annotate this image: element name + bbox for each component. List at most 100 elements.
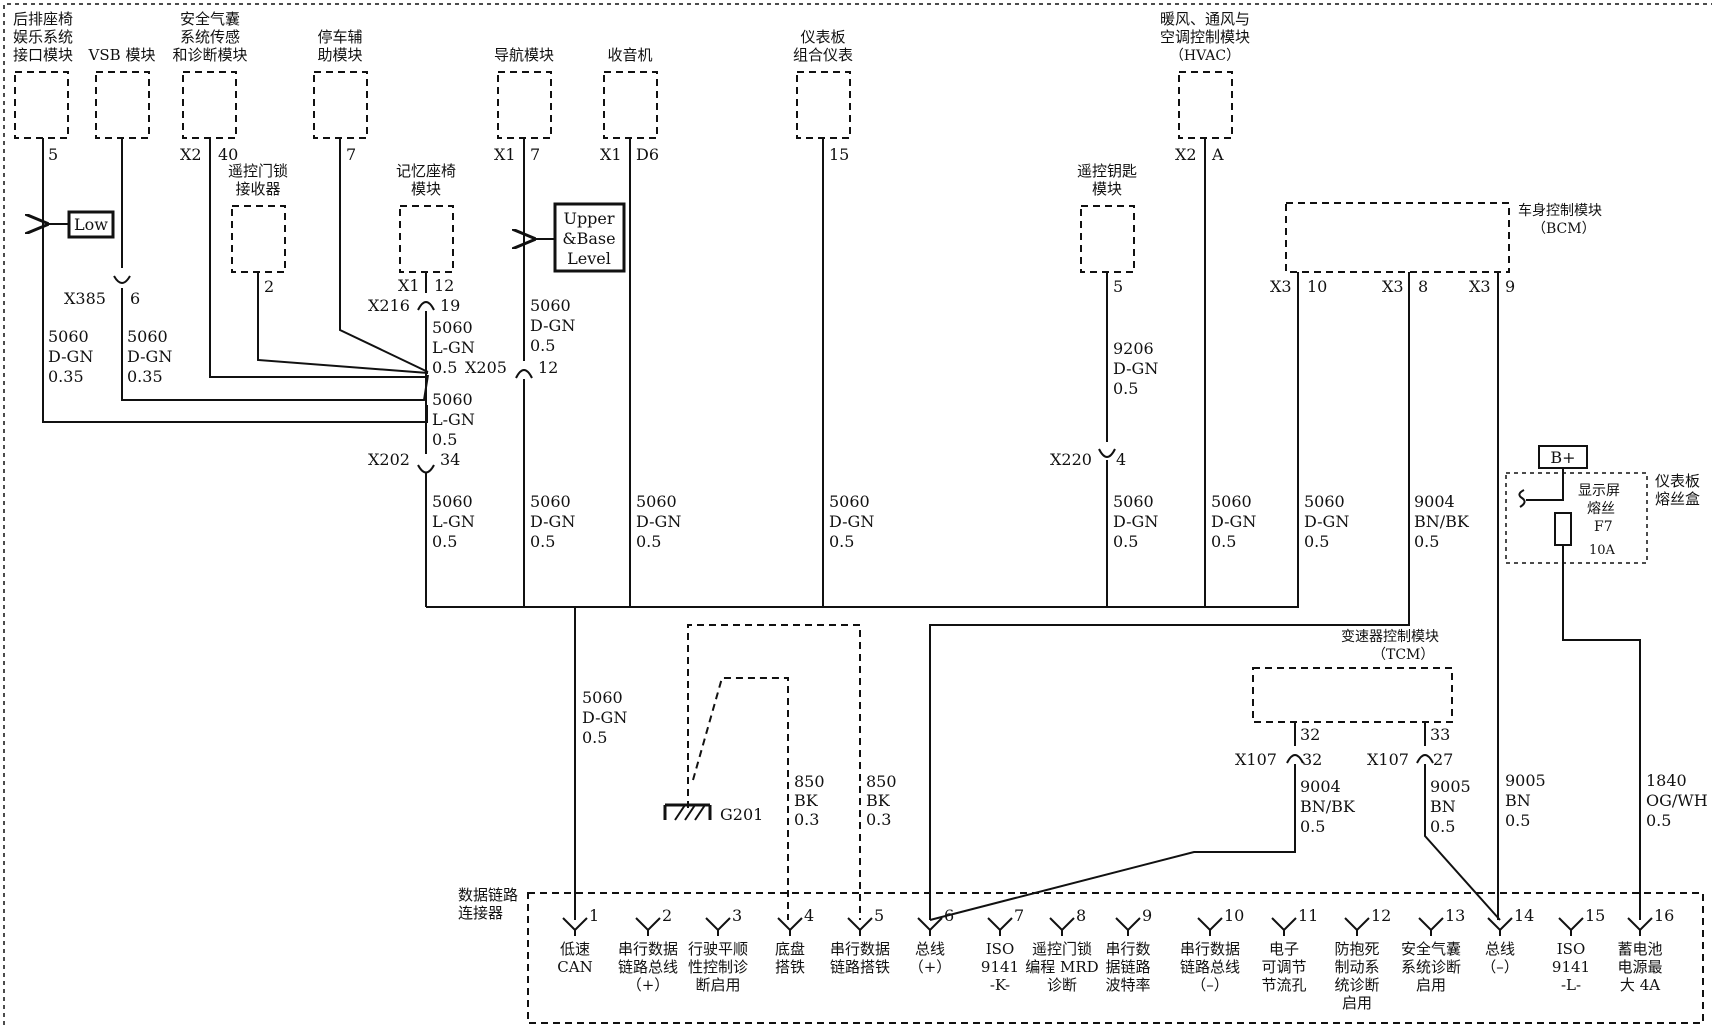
module-label: 导航模块 bbox=[494, 46, 554, 64]
inline-connector-x216: X216 19 bbox=[368, 296, 460, 315]
svg-text:0.3: 0.3 bbox=[794, 810, 819, 829]
svg-text:5060: 5060 bbox=[432, 318, 473, 337]
module-rear-seat-entertainment: 后排座椅 娱乐系统 接口模块 5 bbox=[13, 10, 73, 164]
dlc-pin-label: 波特率 bbox=[1105, 976, 1150, 994]
svg-text:BN: BN bbox=[1505, 791, 1531, 810]
dlc-pin-number: 14 bbox=[1514, 906, 1534, 925]
inline-connector-x202: X202 34 bbox=[368, 450, 460, 474]
inline-connector-x220: X220 4 bbox=[1050, 448, 1126, 469]
callout-label: Level bbox=[567, 249, 611, 268]
svg-text:D-GN: D-GN bbox=[48, 347, 93, 366]
svg-text:0.5: 0.5 bbox=[1414, 532, 1439, 551]
module-navigation: 导航模块 X1 7 bbox=[494, 46, 554, 164]
module-label: （TCM） bbox=[1372, 647, 1434, 663]
module-memory-seat: 记忆座椅 模块 X1 12 bbox=[396, 162, 456, 295]
dlc-pin-label: 安全气囊 bbox=[1401, 940, 1461, 958]
module-vsb: VSB 模块 bbox=[88, 46, 155, 139]
dlc-pin-label: -L- bbox=[1561, 976, 1581, 994]
dlc-pin-label: 串行数据 bbox=[1180, 940, 1240, 958]
callout-label: Upper bbox=[563, 209, 614, 228]
svg-text:D-GN: D-GN bbox=[1304, 512, 1349, 531]
dlc-pin-label: 节流孔 bbox=[1261, 976, 1306, 994]
svg-text:L-GN: L-GN bbox=[432, 410, 475, 429]
dlc-pin-label: 据链路 bbox=[1105, 958, 1150, 976]
dlc-pin-number: 8 bbox=[1076, 906, 1086, 925]
svg-text:5060: 5060 bbox=[530, 296, 571, 315]
module-label: 后排座椅 bbox=[13, 10, 73, 28]
dlc-pin-label: 诊断 bbox=[1047, 976, 1077, 994]
svg-text:850: 850 bbox=[866, 772, 897, 791]
upper-base-callout: Upper &Base Level bbox=[534, 202, 626, 273]
dlc-pin-label: 链路总线 bbox=[1180, 958, 1240, 976]
dlc-pin-label: 大 4A bbox=[1620, 976, 1660, 994]
dlc-pin-label: 可调节 bbox=[1261, 958, 1306, 976]
dlc-pin-label: （+） bbox=[627, 976, 670, 994]
svg-text:D-GN: D-GN bbox=[127, 347, 172, 366]
dlc-pin-label: 防抱死 bbox=[1334, 940, 1379, 958]
svg-text:OG/WH: OG/WH bbox=[1646, 791, 1708, 810]
connector-label: X2 bbox=[1175, 145, 1197, 164]
module-rke-key: 遥控钥匙 模块 5 bbox=[1077, 162, 1137, 296]
pin-label: 33 bbox=[1430, 725, 1450, 744]
module-label: 组合仪表 bbox=[793, 46, 853, 64]
dlc-pin-label: 遥控门锁 bbox=[1032, 940, 1092, 958]
pin-label: 34 bbox=[440, 450, 460, 469]
svg-text:BK: BK bbox=[866, 791, 891, 810]
dlc-pin-label: ISO bbox=[986, 940, 1015, 958]
dlc-pin-number: 13 bbox=[1445, 906, 1465, 925]
pin-label: 32 bbox=[1300, 725, 1320, 744]
svg-text:5060: 5060 bbox=[48, 327, 89, 346]
svg-text:9004: 9004 bbox=[1414, 492, 1455, 511]
fuse-label: 显示屏 bbox=[1578, 483, 1620, 499]
pin-label: 15 bbox=[829, 145, 849, 164]
fuse-name: F7 bbox=[1594, 519, 1613, 535]
svg-text:D-GN: D-GN bbox=[1113, 359, 1158, 378]
svg-text:9005: 9005 bbox=[1505, 771, 1546, 790]
svg-text:L-GN: L-GN bbox=[432, 338, 475, 357]
pin-label: 19 bbox=[440, 296, 460, 315]
module-label: 安全气囊 bbox=[180, 10, 240, 28]
callout-label: &Base bbox=[562, 229, 615, 248]
module-label: 收音机 bbox=[607, 46, 652, 64]
connector-label: X1 bbox=[600, 145, 622, 164]
ground-dashed-wires bbox=[687, 624, 861, 920]
svg-text:5060: 5060 bbox=[530, 492, 571, 511]
svg-text:0.5: 0.5 bbox=[530, 336, 555, 355]
svg-text:BN/BK: BN/BK bbox=[1300, 797, 1356, 816]
svg-text:D-GN: D-GN bbox=[829, 512, 874, 531]
dlc-pin-label: 搭铁 bbox=[775, 958, 805, 976]
pin-label: 9 bbox=[1505, 277, 1515, 296]
dlc-pin-number: 2 bbox=[662, 906, 672, 925]
dlc-pin-label: 编程 MRD bbox=[1025, 958, 1098, 976]
callout-label: Low bbox=[74, 215, 108, 234]
dlc-pin-label: 性控制诊 bbox=[688, 958, 748, 976]
svg-text:5060: 5060 bbox=[432, 492, 473, 511]
svg-text:0.5: 0.5 bbox=[1304, 532, 1329, 551]
module-label: 熔丝盒 bbox=[1655, 490, 1700, 508]
inline-connector-x385: X385 6 bbox=[64, 275, 140, 308]
connector-label: X3 bbox=[1382, 277, 1404, 296]
dlc-pin-label: （–） bbox=[1191, 976, 1229, 994]
connector-label: X1 bbox=[398, 276, 420, 295]
connector-label: X3 bbox=[1270, 277, 1292, 296]
module-label: 数据链路 bbox=[458, 886, 518, 904]
svg-text:D-GN: D-GN bbox=[582, 708, 627, 727]
svg-text:0.5: 0.5 bbox=[1300, 817, 1325, 836]
inline-connector-x107b: X107 27 bbox=[1367, 750, 1453, 769]
svg-text:D-GN: D-GN bbox=[1211, 512, 1256, 531]
dlc-pin-number: 11 bbox=[1298, 906, 1318, 925]
wires bbox=[42, 138, 1641, 921]
